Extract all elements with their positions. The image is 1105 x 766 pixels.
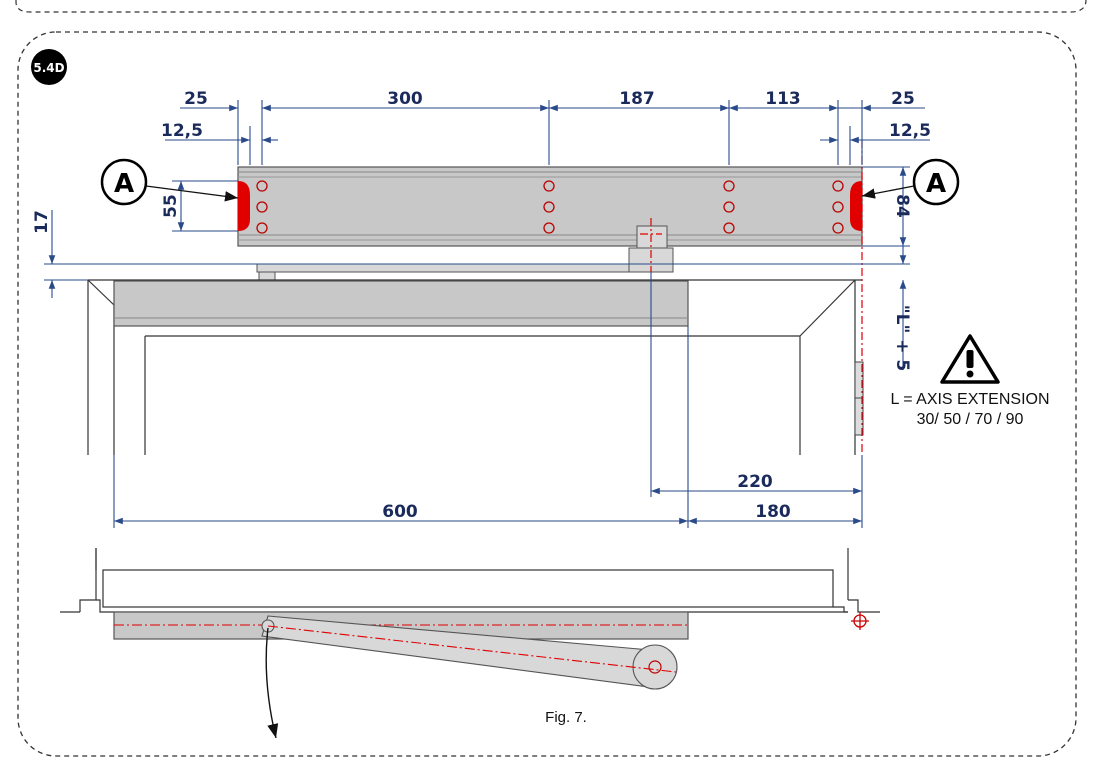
section-badge: 5.4D	[31, 49, 67, 85]
warning-text-line1: L = AXIS EXTENSION	[890, 391, 1049, 408]
warning-text-line2: 30/ 50 / 70 / 90	[917, 411, 1024, 428]
dimension-lines	[44, 100, 930, 528]
warning-icon	[940, 334, 1000, 384]
top-frame-border	[15, 0, 1087, 13]
mounting-plate	[237, 166, 863, 247]
dim-84: 84	[892, 194, 912, 218]
callout-right: A	[861, 158, 960, 206]
callout-left-label: A	[114, 169, 134, 199]
dim-25-right: 25	[891, 89, 915, 109]
callout-right-label: A	[926, 169, 946, 199]
door-top-view	[60, 548, 880, 613]
section-badge-label: 5.4D	[33, 61, 64, 75]
dim-180: 180	[755, 502, 791, 522]
right-red-zone	[850, 181, 862, 231]
pivot-block	[256, 225, 674, 281]
dim-600: 600	[382, 502, 418, 522]
dim-220: 220	[737, 472, 773, 492]
swing-arrow	[265, 627, 279, 739]
callout-left: A	[100, 158, 239, 206]
dim-12-5-left: 12,5	[161, 121, 203, 141]
dim-113: 113	[765, 89, 801, 109]
dim-17: 17	[32, 210, 52, 234]
figure-caption: Fig. 7.	[545, 709, 587, 726]
dimension-labels: 25 12,5 300 187 113 25 12,5 55 84 17 "L"…	[32, 89, 931, 522]
screw-holes	[256, 180, 844, 234]
hinge-axis-mark	[851, 612, 869, 630]
closer-arm	[261, 615, 678, 690]
dim-300: 300	[387, 89, 423, 109]
dim-12-5-right: 12,5	[889, 121, 931, 141]
dim-55: 55	[161, 194, 181, 218]
closer-body-front	[113, 280, 689, 327]
dim-l-plus-5: "L" + 5	[892, 305, 912, 371]
main-frame-border	[17, 31, 1077, 757]
dim-25-left: 25	[184, 89, 208, 109]
door-frame	[87, 279, 862, 455]
left-red-zone	[238, 181, 250, 231]
dim-187: 187	[619, 89, 655, 109]
